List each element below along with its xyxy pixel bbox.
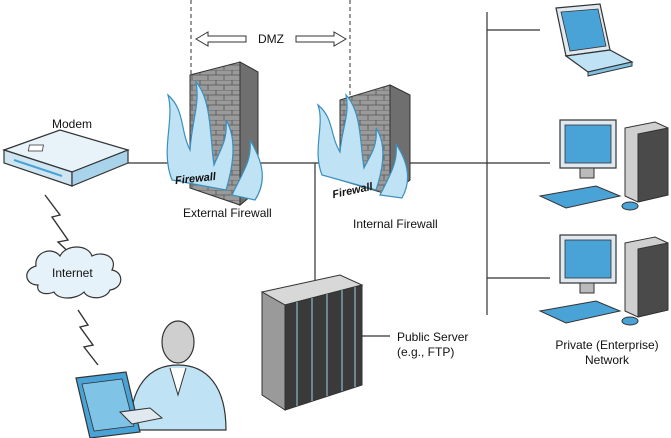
internet-label: Internet (52, 266, 93, 280)
cloud-icon (26, 246, 122, 299)
lightning-link-icon (77, 309, 99, 366)
brick-wall-flame-icon (166, 61, 263, 207)
desktop-pc-icon (538, 119, 669, 211)
laptop-icon (555, 3, 634, 77)
modem-label: Modem (52, 117, 93, 131)
person-at-laptop-icon (75, 320, 227, 438)
public-server-label-line2: (e.g., FTP) (397, 345, 455, 359)
dmz-arrow-left (195, 31, 247, 47)
private-network-label-line2: Network (584, 353, 629, 367)
external-firewall-label: External Firewall (183, 206, 272, 220)
modem-icon (2, 129, 130, 187)
private-network-label-line1: Private (Enterprise) (555, 338, 659, 352)
server-rack-icon (260, 274, 364, 411)
brick-wall-flame-icon (316, 84, 411, 199)
desktop-pc-icon (538, 234, 669, 326)
dmz-label: DMZ (258, 32, 284, 46)
public-server-label-line1: Public Server (397, 330, 469, 344)
dmz-arrow-right (295, 31, 347, 47)
internal-firewall-label: Internal Firewall (353, 217, 438, 231)
lightning-link-icon (44, 194, 76, 259)
